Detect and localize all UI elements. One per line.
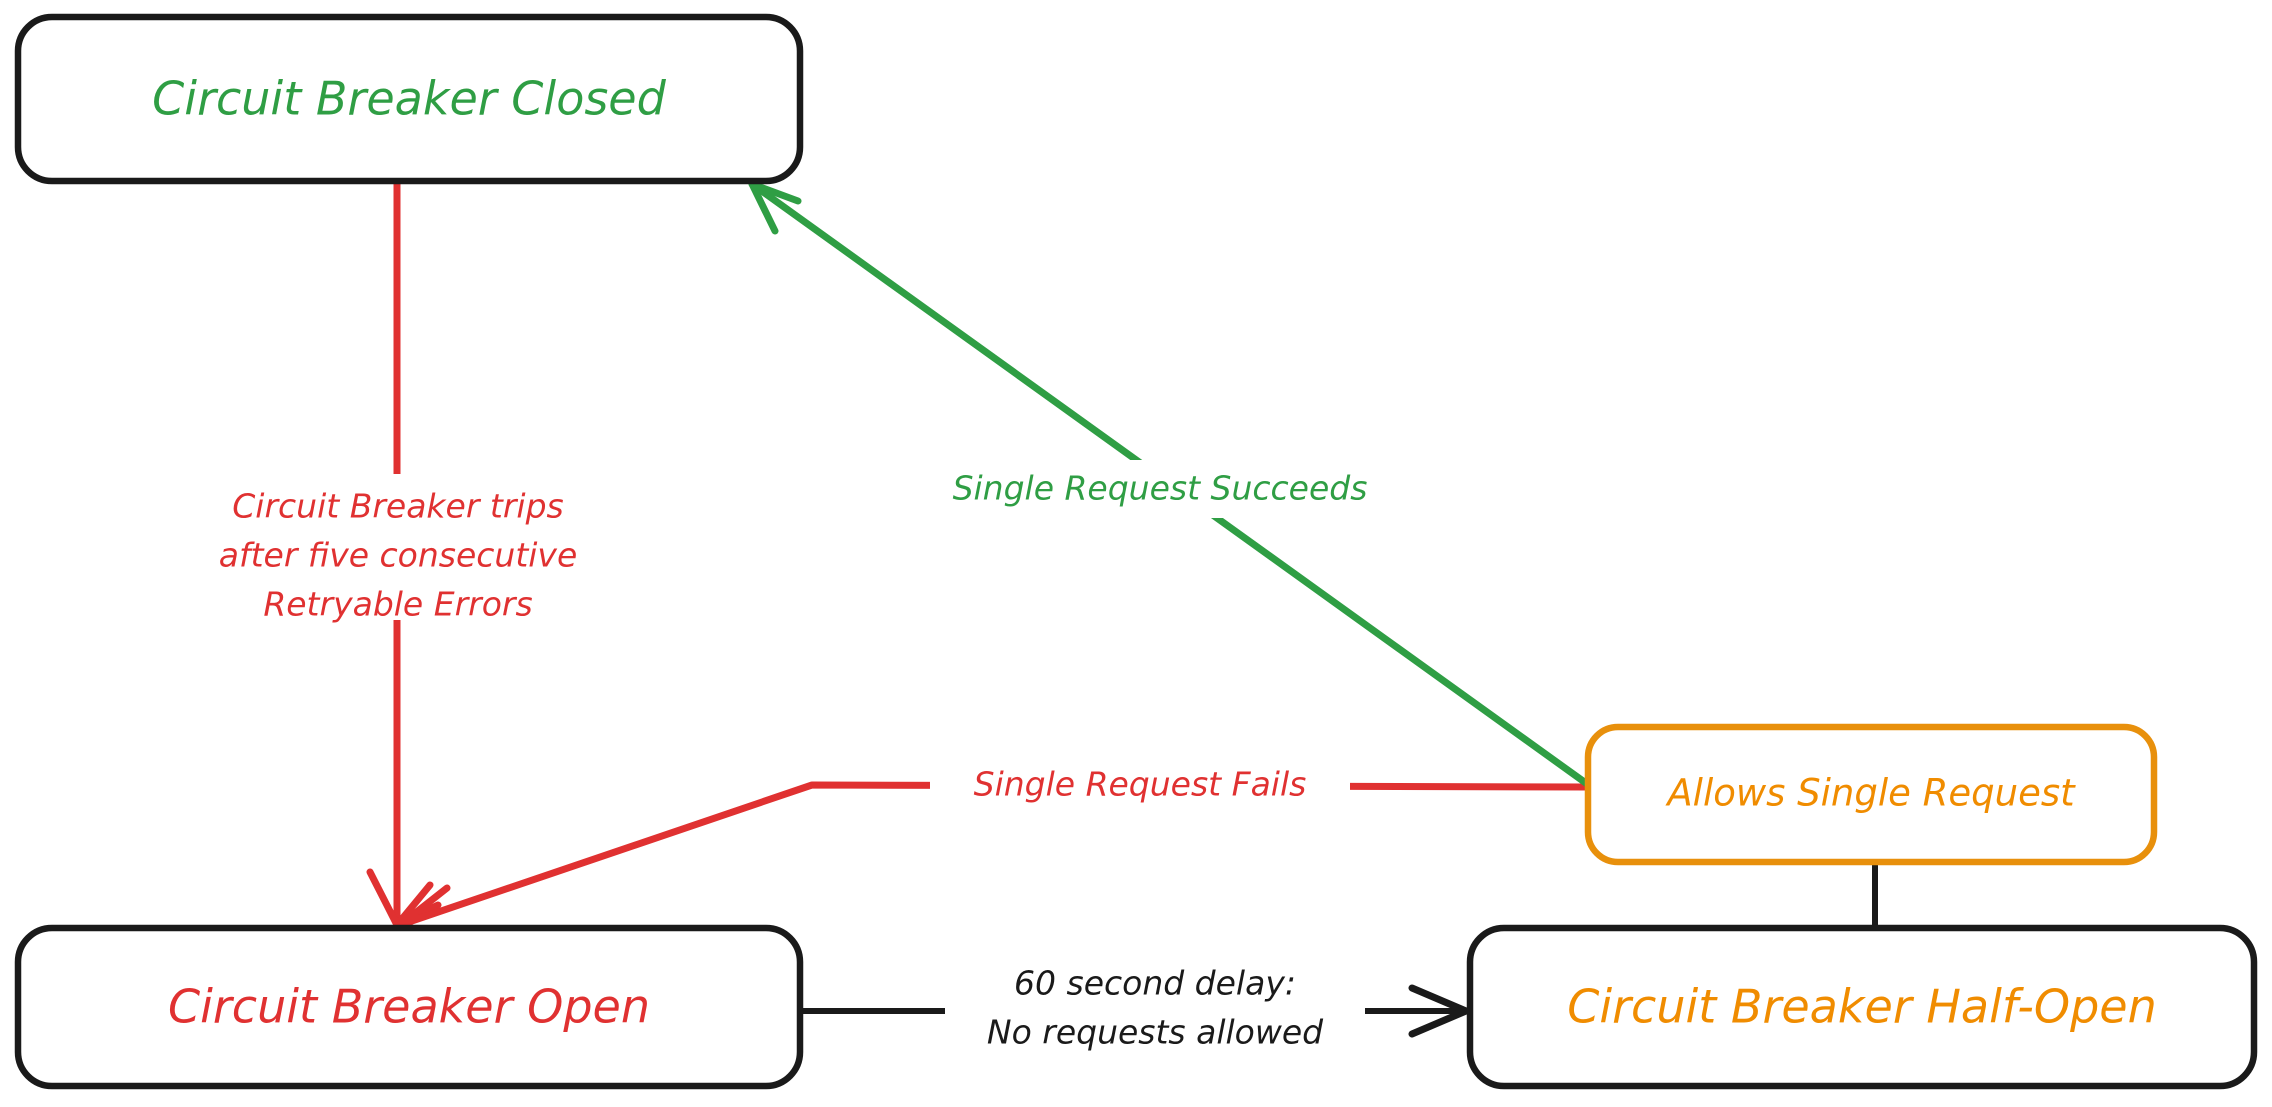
edge-label-closed-to-open: Circuit Breaker trips after five consecu… <box>180 474 612 624</box>
node-open-label: Circuit Breaker Open <box>168 980 650 1034</box>
node-half-open-label: Circuit Breaker Half-Open <box>1567 980 2157 1034</box>
node-allows-label: Allows Single Request <box>1665 772 2076 815</box>
node-allows-box[interactable] <box>1584 723 2158 866</box>
edge-label-open-to-half-open-line2: No requests allowed <box>987 1013 1324 1052</box>
edge-label-open-to-half-open: 60 second delay: No requests allowed <box>945 955 1365 1063</box>
node-circuit-breaker-open[interactable]: Circuit Breaker Open <box>14 924 804 1090</box>
node-half-open-box[interactable] <box>1466 924 2258 1090</box>
node-closed-label: Circuit Breaker Closed <box>152 72 666 126</box>
edge-label-closed-to-open-line1: Circuit Breaker trips <box>232 487 563 526</box>
edge-label-allows-to-open: Single Request Fails <box>930 760 1350 812</box>
node-allows-single-request[interactable]: Allows Single Request <box>1584 723 2158 866</box>
edge-label-allows-to-closed-text: Single Request Succeeds <box>953 469 1368 508</box>
edge-label-allows-to-closed-bg <box>910 460 1410 518</box>
edge-open-to-half-open-arrowhead <box>1408 984 1470 1038</box>
edge-label-open-to-half-open-line1: 60 second delay: <box>1014 964 1296 1003</box>
edge-label-closed-to-open-line3: Retryable Errors <box>263 585 532 624</box>
edge-allows-to-closed-arrowhead <box>748 180 802 235</box>
edge-label-open-to-half-open-bg <box>945 955 1365 1063</box>
node-closed-box[interactable] <box>14 13 804 185</box>
edge-label-allows-to-open-text: Single Request Fails <box>974 765 1307 804</box>
edge-label-closed-to-open-bg <box>180 474 612 620</box>
edge-label-allows-to-open-bg <box>930 760 1350 812</box>
node-open-box[interactable] <box>14 924 804 1090</box>
edge-label-allows-to-closed: Single Request Succeeds <box>910 460 1410 518</box>
edge-label-closed-to-open-line2: after five consecutive <box>219 536 578 575</box>
node-circuit-breaker-half-open[interactable]: Circuit Breaker Half-Open <box>1466 924 2258 1090</box>
node-circuit-breaker-closed[interactable]: Circuit Breaker Closed <box>14 13 804 185</box>
